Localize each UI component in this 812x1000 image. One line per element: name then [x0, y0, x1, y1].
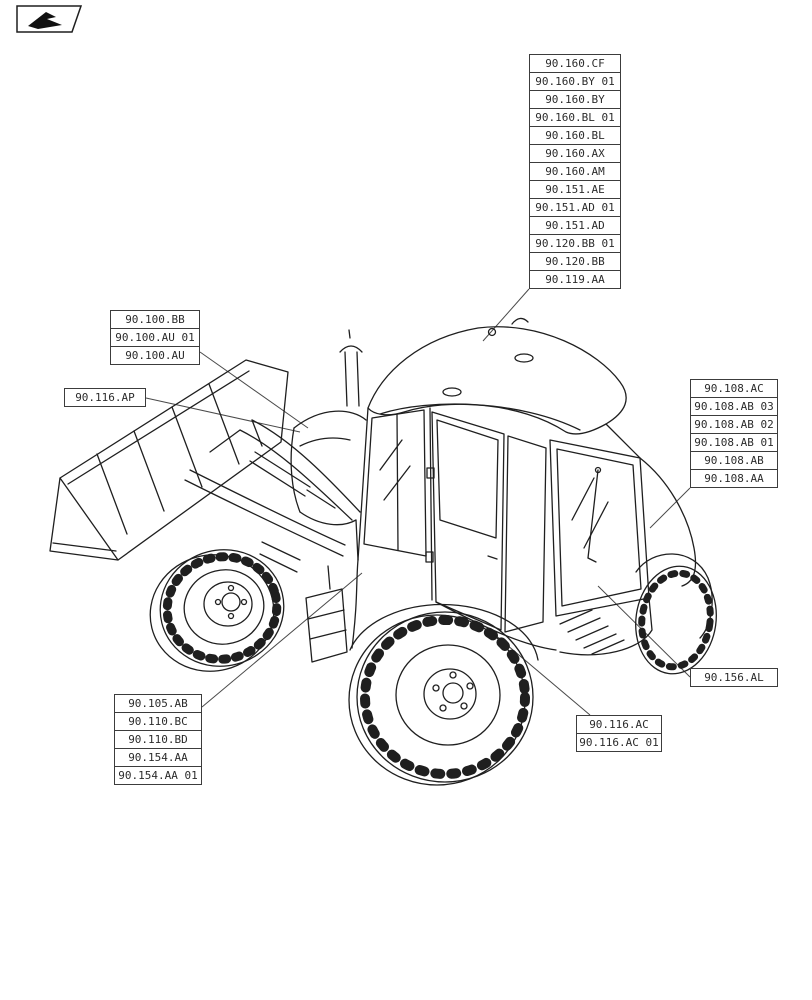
part-label[interactable]: 90.100.BB: [110, 310, 200, 329]
callout-group-rear-window: 90.156.AL: [690, 668, 778, 687]
far-rear-wheel: [635, 565, 717, 675]
part-label[interactable]: 90.110.BD: [114, 730, 202, 749]
part-label[interactable]: 90.108.AB: [690, 451, 778, 470]
callout-group-step: 90.105.AB 90.110.BC 90.110.BD 90.154.AA …: [114, 694, 202, 785]
part-label[interactable]: 90.160.CF: [529, 54, 621, 73]
part-label[interactable]: 90.151.AD 01: [529, 198, 621, 217]
part-label[interactable]: 90.119.AA: [529, 270, 621, 289]
callout-group-rear-frame: 90.108.AC 90.108.AB 03 90.108.AB 02 90.1…: [690, 379, 778, 488]
step-ladder: [305, 565, 348, 663]
body-chassis: [290, 410, 713, 661]
part-label[interactable]: 90.160.BY: [529, 90, 621, 109]
front-wheel: [149, 549, 285, 672]
part-label[interactable]: 90.105.AB: [114, 694, 202, 713]
part-label[interactable]: 90.100.AU: [110, 346, 200, 365]
part-label[interactable]: 90.160.BL 01: [529, 108, 621, 127]
part-label[interactable]: 90.108.AB 01: [690, 433, 778, 452]
part-label[interactable]: 90.116.AC 01: [576, 733, 662, 752]
hand-pointer-icon: [16, 5, 83, 33]
cab: [357, 317, 650, 633]
rear-wheel: [348, 611, 534, 786]
part-label[interactable]: 90.108.AC: [690, 379, 778, 398]
callout-group-loader: 90.116.AP: [64, 388, 146, 407]
part-label[interactable]: 90.151.AE: [529, 180, 621, 199]
part-label[interactable]: 90.110.BC: [114, 712, 202, 731]
part-label[interactable]: 90.156.AL: [690, 668, 778, 687]
callout-group-hood: 90.100.BB 90.100.AU 01 90.100.AU: [110, 310, 200, 365]
part-label[interactable]: 90.100.AU 01: [110, 328, 200, 347]
loader-arms: [184, 419, 361, 573]
leader-loader-arm: [145, 397, 301, 433]
part-label[interactable]: 90.154.AA: [114, 748, 202, 767]
part-label[interactable]: 90.108.AA: [690, 469, 778, 488]
part-label[interactable]: 90.108.AB 03: [690, 397, 778, 416]
part-label[interactable]: 90.120.BB 01: [529, 234, 621, 253]
leader-hood: [199, 351, 309, 429]
part-label[interactable]: 90.151.AD: [529, 216, 621, 235]
part-label[interactable]: 90.116.AP: [64, 388, 146, 407]
callout-group-cab-door: 90.116.AC 90.116.AC 01: [576, 715, 662, 752]
part-label[interactable]: 90.160.AX: [529, 144, 621, 163]
part-label[interactable]: 90.120.BB: [529, 252, 621, 271]
part-label[interactable]: 90.108.AB 02: [690, 415, 778, 434]
part-label[interactable]: 90.116.AC: [576, 715, 662, 734]
part-label[interactable]: 90.160.BY 01: [529, 72, 621, 91]
leader-rear-frame: [649, 487, 691, 529]
backhoe-drawing: [49, 317, 717, 786]
part-label[interactable]: 90.160.BL: [529, 126, 621, 145]
leader-roof: [482, 288, 530, 342]
leader-step: [201, 572, 363, 708]
part-label[interactable]: 90.160.AM: [529, 162, 621, 181]
callout-group-roof: 90.160.CF 90.160.BY 01 90.160.BY 90.160.…: [529, 54, 621, 289]
exhaust-pipe: [339, 329, 363, 407]
part-label[interactable]: 90.154.AA 01: [114, 766, 202, 785]
catalog-nav-button[interactable]: [16, 5, 84, 34]
